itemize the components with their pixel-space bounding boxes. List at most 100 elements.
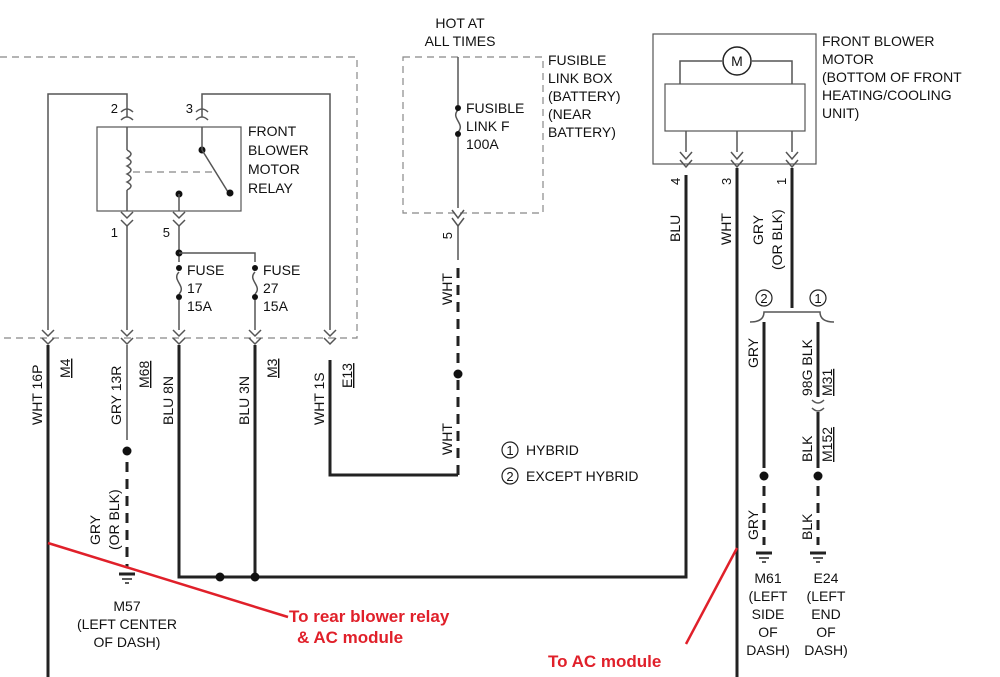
motor-symbol: [722, 46, 752, 76]
wht-wire-to-e13: [328, 360, 458, 477]
ground-m57-symbol: [119, 572, 135, 584]
pin-5-label: 5: [440, 232, 455, 239]
gry2-label: GRY: [745, 337, 761, 368]
c1-wire-pin: WHT 16P: [29, 365, 45, 425]
wht-motor-label: WHT: [718, 213, 734, 245]
relay-pin2-wire: [47, 93, 128, 330]
fuse-bus: [179, 252, 256, 262]
c1-conn: M4: [57, 358, 73, 378]
annotation-rear-1: To rear blower relay: [289, 607, 450, 626]
m61-label-3: SIDE: [752, 606, 785, 622]
relay-label-3: MOTOR: [248, 161, 300, 177]
variant-circle-1: [809, 289, 827, 307]
switch-contact: [226, 189, 234, 197]
legend-hybrid: HYBRID: [526, 442, 579, 458]
fusible-link-label-3: 100A: [466, 136, 499, 152]
e24-label-3: END: [811, 606, 841, 622]
fusible-box-label-4: (NEAR: [548, 106, 592, 122]
fuse-27-label-2: 27: [263, 280, 279, 296]
gry-low-label: GRY: [745, 509, 761, 540]
motor-label-1: FRONT BLOWER: [822, 33, 935, 49]
annotation-rear-2: & AC module: [297, 628, 403, 647]
rear-blower-pointer-line: [47, 541, 289, 619]
fuse-27-symbol: [252, 271, 258, 295]
splice-dot: [813, 471, 823, 481]
relay-label-1: FRONT: [248, 123, 297, 139]
connector-symbol: [120, 108, 134, 121]
blk-low-label: BLK: [799, 513, 815, 540]
relay-pin-3: 3: [186, 101, 193, 116]
ground-e24-symbol: [810, 551, 826, 563]
motor-label-5: UNIT): [822, 105, 859, 121]
relay-label-2: BLOWER: [248, 142, 309, 158]
m152-label: M152: [819, 427, 835, 462]
splice-dot: [215, 572, 225, 582]
annotation-ac: To AC module: [548, 652, 661, 671]
blu-bus-wire: [177, 175, 688, 579]
c3-wire-pin: BLU 8N: [160, 376, 176, 425]
fuse-dot: [176, 265, 182, 271]
fusible-box-label-5: BATTERY): [548, 124, 616, 140]
connector-symbol: [451, 209, 465, 228]
fuse-27-label-1: FUSE: [263, 262, 300, 278]
m61-label-5: DASH): [746, 642, 790, 658]
splice-dot: [453, 369, 463, 379]
splice-dot: [250, 572, 260, 582]
e24-label-4: OF: [816, 624, 835, 640]
gry-motor-label-1: GRY: [750, 214, 766, 245]
fuse-dot: [252, 294, 258, 300]
fusible-box-label-1: FUSIBLE: [548, 52, 606, 68]
motor-label-4: HEATING/COOLING: [822, 87, 952, 103]
c4-conn: M3: [264, 358, 280, 378]
wht-label-lower: WHT: [439, 423, 455, 455]
relay-body: [96, 126, 242, 212]
fuse-17-label-2: 17: [187, 280, 203, 296]
connector-symbol: [195, 108, 209, 121]
relay-coil: [125, 149, 132, 191]
relay-label-4: RELAY: [248, 180, 294, 196]
legend-circle-1: [501, 441, 519, 459]
ac-module-pointer-line: [684, 547, 739, 645]
m31-label: M31: [819, 369, 835, 396]
m57-label-1: M57: [113, 598, 140, 614]
fuse-27-label-3: 15A: [263, 298, 289, 314]
c2-conn: M68: [136, 361, 152, 388]
c5-conn: E13: [339, 363, 355, 388]
variant-num-1: 1: [814, 291, 821, 306]
c5-wire-pin: WHT 1S: [311, 372, 327, 425]
m57-label-3: OF DASH): [94, 634, 161, 650]
ground-m61-symbol: [756, 551, 772, 563]
splice-dot: [759, 471, 769, 481]
connector-row: [41, 329, 337, 346]
branch-bracket: [749, 311, 835, 323]
hot-label-1: HOT AT: [435, 15, 485, 31]
fuse-17-label-3: 15A: [187, 298, 213, 314]
wht-label-upper: WHT: [439, 273, 455, 305]
e24-label-1: E24: [814, 570, 839, 586]
fuse-dot: [176, 294, 182, 300]
blk-label: BLK: [799, 435, 815, 462]
connector-symbol: [679, 151, 693, 169]
motor-symbol-label: M: [731, 53, 743, 69]
gry-left-label-2: (OR BLK): [106, 489, 122, 550]
connector-symbol: [172, 211, 186, 228]
m61-label-4: OF: [758, 624, 777, 640]
motor-label-2: MOTOR: [822, 51, 874, 67]
splice-dot: [122, 446, 132, 456]
motor-pin-1: 1: [774, 178, 789, 185]
blk-98g-label: 98G BLK: [799, 339, 815, 396]
fuse-dot: [455, 131, 461, 137]
fuse-17-label-1: FUSE: [187, 262, 224, 278]
connector-symbol: [730, 151, 744, 169]
m61-label-1: M61: [754, 570, 781, 586]
legend-num-2: 2: [506, 469, 513, 484]
relay-pin3-wire: [201, 93, 331, 330]
relay-pin-2: 2: [111, 101, 118, 116]
variant-circle-2: [755, 289, 773, 307]
m57-label-2: (LEFT CENTER: [77, 616, 177, 632]
gry-left-label-1: GRY: [87, 514, 103, 545]
motor-lead: [679, 60, 722, 84]
relay-pin-5: 5: [163, 225, 170, 240]
connector-symbol: [785, 151, 799, 169]
